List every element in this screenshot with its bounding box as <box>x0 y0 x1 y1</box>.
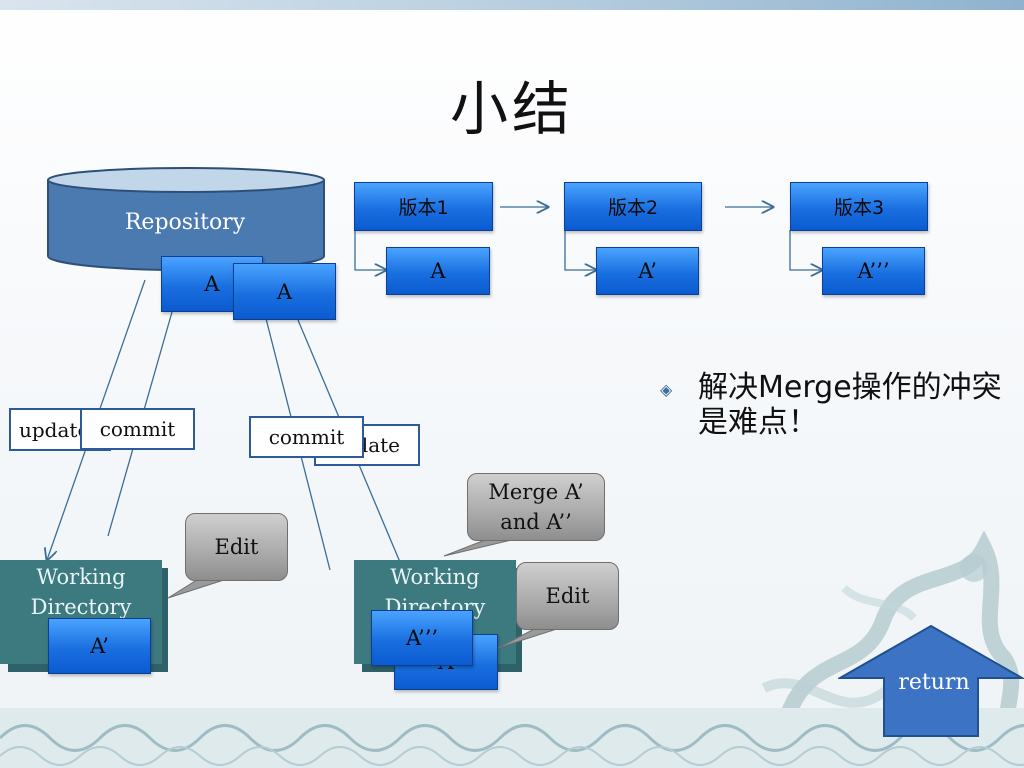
edit-callout-left: Edit <box>185 513 288 581</box>
version-2: 版本2 <box>564 182 702 231</box>
commit-label-left: commit <box>80 408 195 450</box>
return-button-label[interactable]: return <box>898 670 970 695</box>
working-dir-right-file-front: A’’’ <box>371 610 473 666</box>
repo-file-a-copy: A <box>233 263 336 320</box>
slide-title: 小结 <box>449 75 574 143</box>
working-dir-left-file: A’ <box>48 618 151 674</box>
repository-cylinder <box>47 167 325 271</box>
version-3: 版本3 <box>790 182 928 231</box>
version-1: 版本1 <box>354 182 493 231</box>
diamond-bullet-icon: ◈ <box>660 380 673 399</box>
update-label-left: update <box>9 408 111 451</box>
summary-bullet-text: 解决Merge操作的冲突是难点！ <box>698 370 1002 440</box>
repository-label: Repository <box>124 210 246 235</box>
edit-callout-right: Edit <box>516 562 619 630</box>
version-1-file: A <box>386 247 490 295</box>
wave-decoration-icon <box>0 708 1024 768</box>
version-3-file: A’’’ <box>822 247 925 295</box>
version-2-file: A’ <box>596 247 699 295</box>
merge-callout: Merge A’ and A’’ <box>467 473 605 541</box>
top-decorative-bar <box>0 0 1024 10</box>
return-button[interactable] <box>838 624 1024 740</box>
commit-label-right: commit <box>249 416 364 458</box>
